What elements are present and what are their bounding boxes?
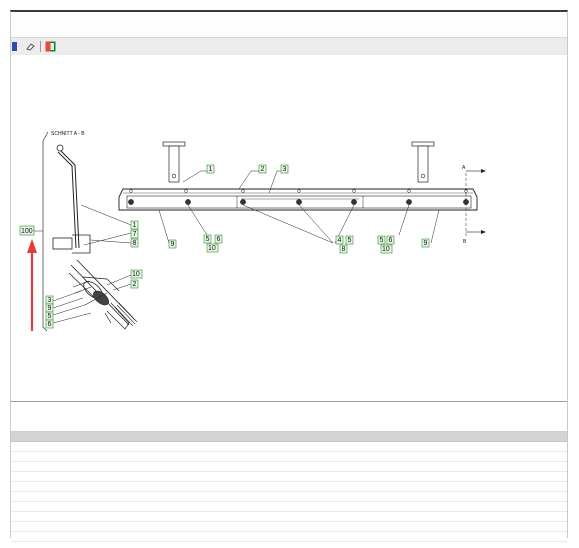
table-row[interactable] xyxy=(11,532,567,542)
part-tag[interactable]: 10 xyxy=(206,243,219,253)
svg-text:2: 2 xyxy=(261,166,265,173)
part-tag[interactable]: 1 xyxy=(206,164,215,174)
part-tag[interactable]: 5 xyxy=(45,311,54,321)
part-tag[interactable]: 3 xyxy=(45,295,54,305)
part-tag[interactable]: 2 xyxy=(258,164,267,174)
part-tag[interactable]: 2 xyxy=(130,279,139,289)
svg-text:10: 10 xyxy=(132,271,140,278)
svg-text:2: 2 xyxy=(133,281,137,288)
part-tag[interactable]: 3 xyxy=(280,164,289,174)
svg-text:6: 6 xyxy=(389,237,393,244)
part-tag[interactable]: 8 xyxy=(339,244,348,254)
svg-text:1: 1 xyxy=(209,166,213,173)
svg-text:10: 10 xyxy=(382,246,390,253)
svg-text:6: 6 xyxy=(217,236,221,243)
table-row[interactable] xyxy=(11,442,567,452)
parts-table[interactable] xyxy=(11,432,567,542)
part-tag[interactable]: 4 xyxy=(335,235,344,245)
section-title: SCHNITT A - B xyxy=(51,131,85,137)
table-row[interactable] xyxy=(11,512,567,522)
table-row[interactable] xyxy=(11,472,567,482)
svg-text:5: 5 xyxy=(380,237,384,244)
part-tag[interactable]: 100 xyxy=(19,225,35,236)
section-marker-b: B xyxy=(463,239,467,245)
part-tag[interactable]: 7 xyxy=(130,229,139,239)
part-tag[interactable]: 5 xyxy=(203,234,212,244)
info-panel xyxy=(11,402,567,432)
part-tag[interactable]: 8 xyxy=(130,238,139,248)
svg-text:8: 8 xyxy=(342,246,346,253)
floppy-icon[interactable] xyxy=(11,41,22,52)
svg-text:8: 8 xyxy=(133,240,137,247)
svg-text:4: 4 xyxy=(338,237,342,244)
part-tag[interactable]: 6 xyxy=(45,319,54,329)
window-title-bar xyxy=(11,12,567,37)
toolbar xyxy=(11,37,567,56)
svg-text:5: 5 xyxy=(48,313,52,320)
app-window: SCHNITT A - B xyxy=(10,10,568,542)
svg-text:9: 9 xyxy=(424,240,428,247)
part-tag[interactable]: 6 xyxy=(214,234,223,244)
svg-text:6: 6 xyxy=(48,321,52,328)
excel-icon[interactable] xyxy=(45,41,56,52)
table-row[interactable] xyxy=(11,482,567,492)
table-row[interactable] xyxy=(11,522,567,532)
svg-text:1: 1 xyxy=(133,222,137,229)
part-tag[interactable]: 10 xyxy=(380,244,393,254)
part-tag[interactable]: 10 xyxy=(130,269,143,279)
part-tag[interactable]: 6 xyxy=(386,235,395,245)
part-tag[interactable]: 9 xyxy=(45,303,54,313)
svg-text:3: 3 xyxy=(283,166,287,173)
part-tag[interactable]: 5 xyxy=(377,235,386,245)
svg-text:3: 3 xyxy=(48,297,52,304)
part-tag[interactable]: 1 xyxy=(130,220,139,230)
section-marker-a: A xyxy=(462,165,466,171)
svg-text:9: 9 xyxy=(171,241,175,248)
table-row[interactable] xyxy=(11,452,567,462)
table-row[interactable] xyxy=(11,502,567,512)
table-row[interactable] xyxy=(11,492,567,502)
svg-text:7: 7 xyxy=(133,231,137,238)
svg-text:5: 5 xyxy=(348,237,352,244)
technical-drawing-area[interactable]: SCHNITT A - B xyxy=(11,55,567,402)
parts-diagram: SCHNITT A - B xyxy=(19,131,486,332)
svg-text:10: 10 xyxy=(208,245,216,252)
part-tag[interactable]: 9 xyxy=(168,239,177,249)
table-row[interactable] xyxy=(11,462,567,472)
svg-text:100: 100 xyxy=(21,228,33,235)
svg-text:9: 9 xyxy=(48,305,52,312)
part-tag[interactable]: 5 xyxy=(345,235,354,245)
eraser-icon[interactable] xyxy=(25,41,36,52)
table-header xyxy=(11,432,567,442)
toolbar-separator xyxy=(40,41,41,52)
part-tag[interactable]: 9 xyxy=(421,238,430,248)
svg-text:5: 5 xyxy=(206,236,210,243)
